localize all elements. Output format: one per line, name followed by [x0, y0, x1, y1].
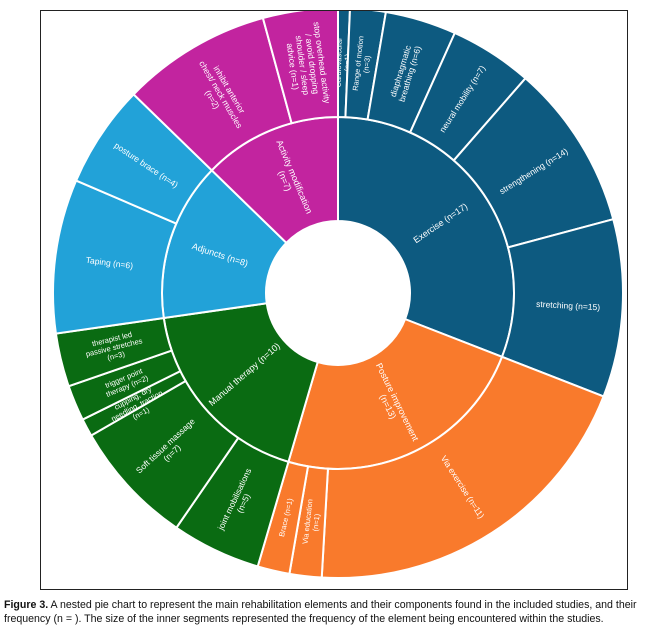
figure-caption: Figure 3. A nested pie chart to represen…	[4, 598, 664, 626]
outer-label-stretching: stretching (n=15)	[536, 299, 601, 312]
outer-segment-via-exercise	[320, 355, 605, 579]
center-hole	[266, 221, 410, 365]
figure-frame: Exercise (n=17)Posture improvement(n=13)…	[40, 10, 628, 590]
caption-text: A nested pie chart to represent the main…	[4, 599, 637, 625]
outer-segment-stop-overhead-activity-avoid-dropping-shoulder-sleep-advice	[261, 11, 339, 125]
sunburst-chart: Exercise (n=17)Posture improvement(n=13)…	[52, 11, 624, 579]
caption-figure-label: Figure 3.	[4, 599, 49, 611]
